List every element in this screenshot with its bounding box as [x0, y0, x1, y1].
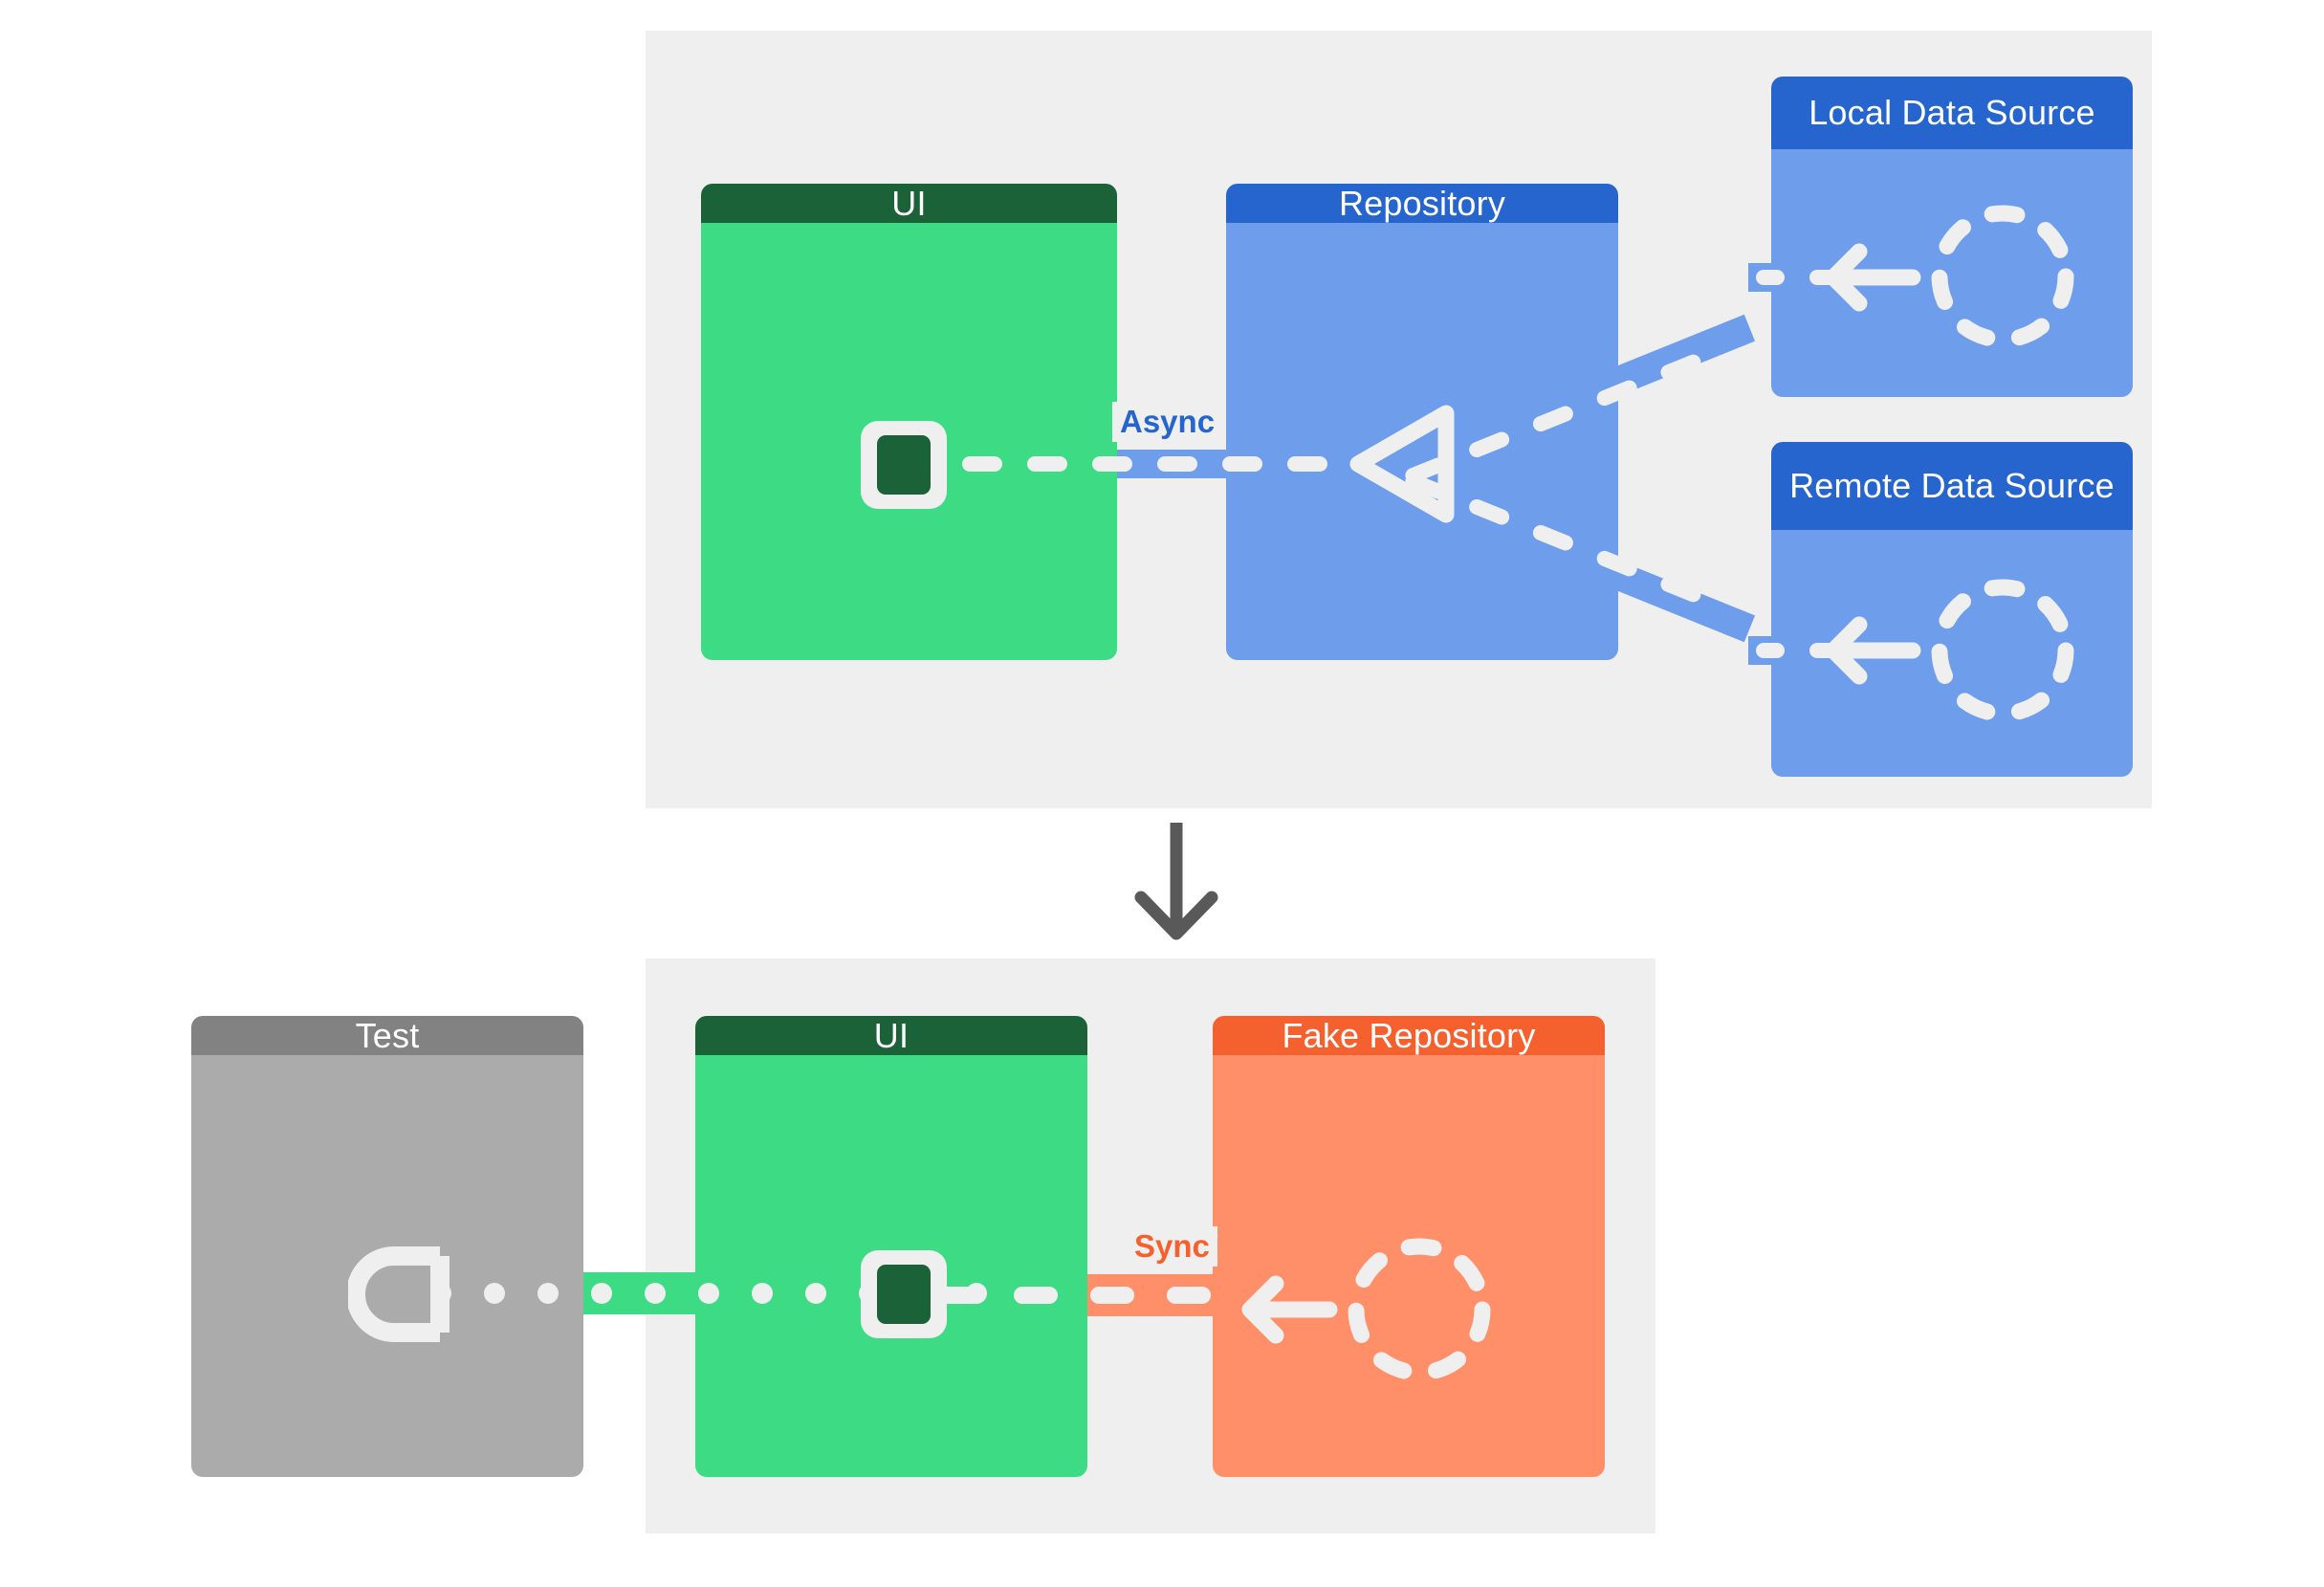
card-ui-test-title: UI	[695, 1016, 1087, 1056]
card-repository[interactable]: Repository	[1226, 184, 1618, 660]
edge-ui-repository-dashes	[956, 450, 1421, 478]
card-repository-title: Repository	[1226, 184, 1618, 224]
edge-label-sync: Sync	[1127, 1226, 1217, 1267]
fake-repository-left-arrow-icon	[1234, 1265, 1339, 1355]
card-fake-repository[interactable]: Fake Repository	[1213, 1016, 1605, 1477]
card-test-title: Test	[191, 1016, 583, 1056]
local-source-async-circle-icon	[1922, 196, 2083, 357]
remote-source-left-arrow-icon	[1817, 606, 1922, 695]
card-ui-title: UI	[701, 184, 1117, 224]
edge-test-ui-dots	[430, 1272, 987, 1314]
card-fake-repository-body	[1213, 1055, 1605, 1477]
ui-test-consumer-square-icon	[861, 1250, 947, 1338]
fake-repository-async-circle-icon	[1339, 1229, 1500, 1390]
test-socket-icon	[346, 1246, 451, 1342]
edge-label-async: Async	[1112, 402, 1223, 442]
ui-consumer-square-icon	[861, 421, 947, 509]
card-local-data-source-title: Local Data Source	[1771, 77, 2133, 149]
down-arrow-icon	[1124, 821, 1229, 943]
card-ui-test[interactable]: UI	[695, 1016, 1087, 1477]
edge-fakerepo-ui-dashes	[937, 1274, 1224, 1316]
merge-triangle-icon	[1339, 400, 1463, 528]
local-source-left-arrow-icon	[1817, 232, 1922, 322]
card-remote-data-source-title: Remote Data Source	[1771, 442, 2133, 530]
card-repository-body	[1226, 223, 1618, 660]
card-fake-repository-title: Fake Repository	[1213, 1016, 1605, 1056]
remote-source-async-circle-icon	[1922, 570, 2083, 731]
